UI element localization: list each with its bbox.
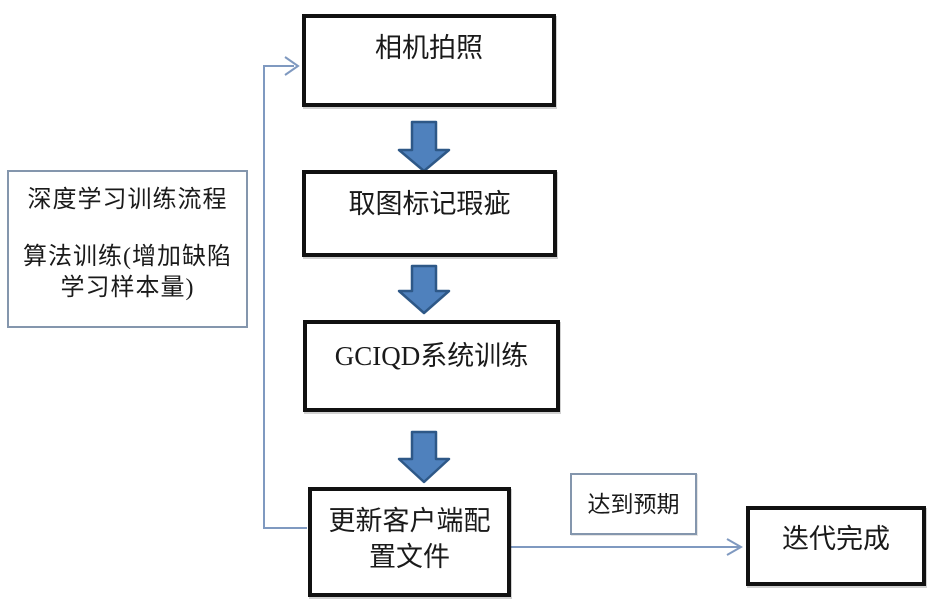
flow-step-update-client-config: 更新客户端配置文件 [308, 487, 511, 597]
flow-step-camera-capture: 相机拍照 [302, 14, 556, 107]
flow-step-iteration-complete: 迭代完成 [746, 506, 926, 586]
feedback-arrowhead-icon [284, 56, 300, 76]
condition-label: 达到预期 [587, 492, 680, 517]
flow-step-gciqd-training: GCIQD系统训练 [303, 320, 560, 412]
flow-step-label: 更新客户端配置文件 [328, 506, 491, 573]
to-end-arrowhead-icon [726, 538, 744, 556]
flow-step-label: 取图标记瑕疵 [348, 189, 511, 219]
down-arrow-icon [397, 264, 451, 315]
left-note-body: 算法训练(增加缺陷学习样本量) [23, 244, 232, 302]
feedback-connector-line [263, 65, 307, 529]
flow-step-label: 相机拍照 [375, 33, 483, 63]
left-note-box: 深度学习训练流程 算法训练(增加缺陷学习样本量) [7, 170, 248, 328]
condition-label-box: 达到预期 [570, 473, 697, 535]
flow-step-label: 迭代完成 [782, 524, 890, 554]
down-arrow-icon [397, 430, 451, 484]
flow-step-label: GCIQD系统训练 [334, 341, 529, 371]
down-arrow-icon [397, 120, 451, 173]
flow-step-mark-defects: 取图标记瑕疵 [302, 170, 557, 257]
left-note-title: 深度学习训练流程 [27, 187, 228, 213]
